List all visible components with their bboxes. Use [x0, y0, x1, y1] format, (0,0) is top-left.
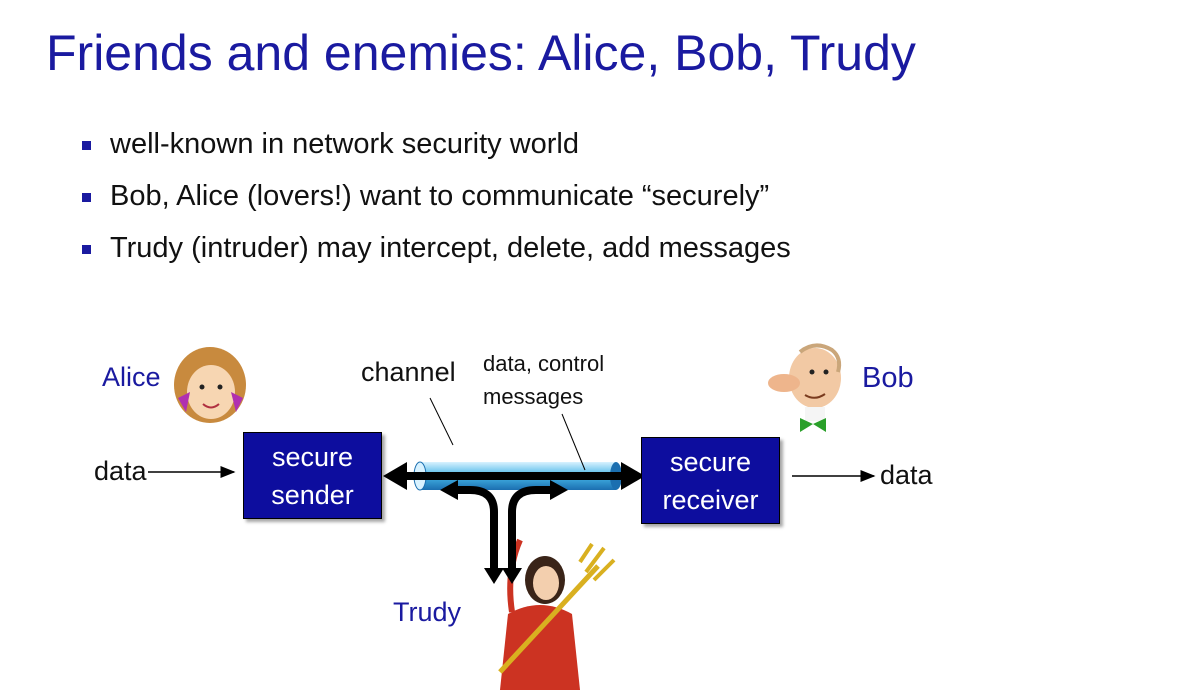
intercept-arrows: [455, 486, 552, 568]
messages-label-line2: messages: [483, 384, 584, 409]
bullet-item: Trudy (intruder) may intercept, delete, …: [80, 228, 791, 280]
square-bullet-icon: [82, 193, 91, 202]
trudy-icon: [498, 538, 616, 690]
secure-receiver-box: secure receiver: [641, 437, 780, 524]
intercept-arrowhead: [550, 480, 568, 500]
data-out-label: data: [880, 460, 933, 490]
slide-title: Friends and enemies: Alice, Bob, Trudy: [46, 25, 916, 81]
data-in-label: data: [94, 456, 147, 486]
bob-icon: [768, 343, 842, 432]
bullet-text: well-known in network security world: [110, 128, 579, 160]
sender-line1: secure: [271, 441, 354, 472]
bob-label: Bob: [862, 362, 914, 394]
alice-icon: [174, 347, 246, 423]
channel-pointer-line: [429, 397, 454, 446]
alice-label: Alice: [102, 362, 161, 392]
secure-sender-box: secure sender: [243, 432, 382, 519]
intercept-arrowhead: [502, 568, 522, 584]
square-bullet-icon: [82, 141, 91, 150]
bullet-item: well-known in network security world: [80, 124, 791, 176]
messages-pointer-line: [561, 413, 586, 471]
bullet-item: Bob, Alice (lovers!) want to communicate…: [80, 176, 791, 228]
receiver-line1: secure: [669, 446, 752, 477]
sender-line2: sender: [271, 479, 354, 510]
trudy-label: Trudy: [393, 597, 462, 627]
square-bullet-icon: [82, 245, 91, 254]
bullet-list: well-known in network security world Bob…: [80, 124, 791, 280]
receiver-line2: receiver: [662, 484, 759, 515]
channel-arrow: [383, 462, 645, 490]
channel-label: channel: [361, 357, 456, 387]
messages-label-line1: data, control: [483, 351, 605, 376]
intercept-arrowhead: [440, 480, 458, 500]
bullet-text: Bob, Alice (lovers!) want to communicate…: [110, 180, 770, 212]
intercept-arrowhead: [484, 568, 504, 584]
bullet-text: Trudy (intruder) may intercept, delete, …: [110, 232, 791, 264]
